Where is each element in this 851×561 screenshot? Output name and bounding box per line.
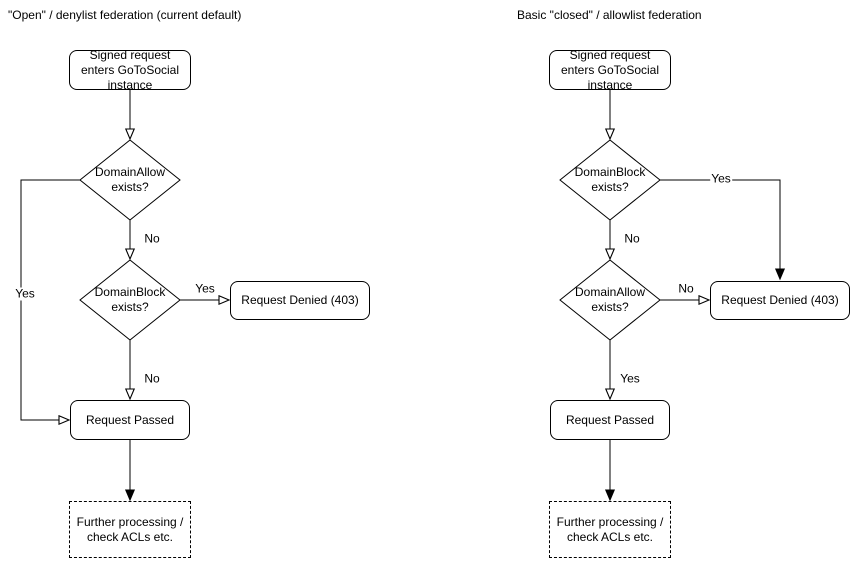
terminator-signed-request-right: Signed request enters GoToSocial instanc… — [549, 48, 671, 92]
edge-label-yes-domainblock-left: Yes — [194, 281, 216, 296]
process-further-processing-right: Further processing / check ACLs etc. — [549, 501, 671, 558]
decision-domainblock-shape-right — [559, 139, 661, 221]
edge-label-no-domainallow-left: No — [143, 231, 161, 246]
edge-label-yes-domainblock-right: Yes — [710, 171, 732, 186]
process-further-processing-left: Further processing / check ACLs etc. — [69, 501, 191, 558]
process-request-passed-right: Request Passed — [550, 400, 670, 440]
decision-domainblock-label-left: DomainBlock exists? — [94, 285, 166, 314]
diagram-title-left: "Open" / denylist federation (current de… — [8, 8, 242, 22]
edge-label-yes-domainallow-right: Yes — [619, 371, 641, 386]
decision-domainallow-label-right: DomainAllow exists? — [574, 285, 646, 314]
process-request-passed-left: Request Passed — [70, 400, 190, 440]
edge-label-yes-domainallow-left: Yes — [14, 286, 36, 301]
terminator-signed-request-left: Signed request enters GoToSocial instanc… — [69, 48, 191, 92]
edge-label-no-domainblock-left: No — [143, 371, 161, 386]
decision-domainallow-shape-left — [79, 139, 181, 221]
decision-domainblock-shape-left — [79, 259, 181, 341]
diagram-title-right: Basic "closed" / allowlist federation — [517, 8, 702, 22]
process-request-denied-right: Request Denied (403) — [710, 281, 850, 320]
decision-domainblock-label-right: DomainBlock exists? — [574, 165, 646, 194]
decision-domainallow-label-left: DomainAllow exists? — [94, 165, 166, 194]
edge-label-no-domainblock-right: No — [623, 231, 641, 246]
decision-domainallow-shape-right — [559, 259, 661, 341]
edge-label-no-domainallow-right: No — [677, 281, 695, 296]
connector-domainblock-yes-right — [660, 179, 786, 281]
process-request-denied-left: Request Denied (403) — [230, 281, 370, 320]
